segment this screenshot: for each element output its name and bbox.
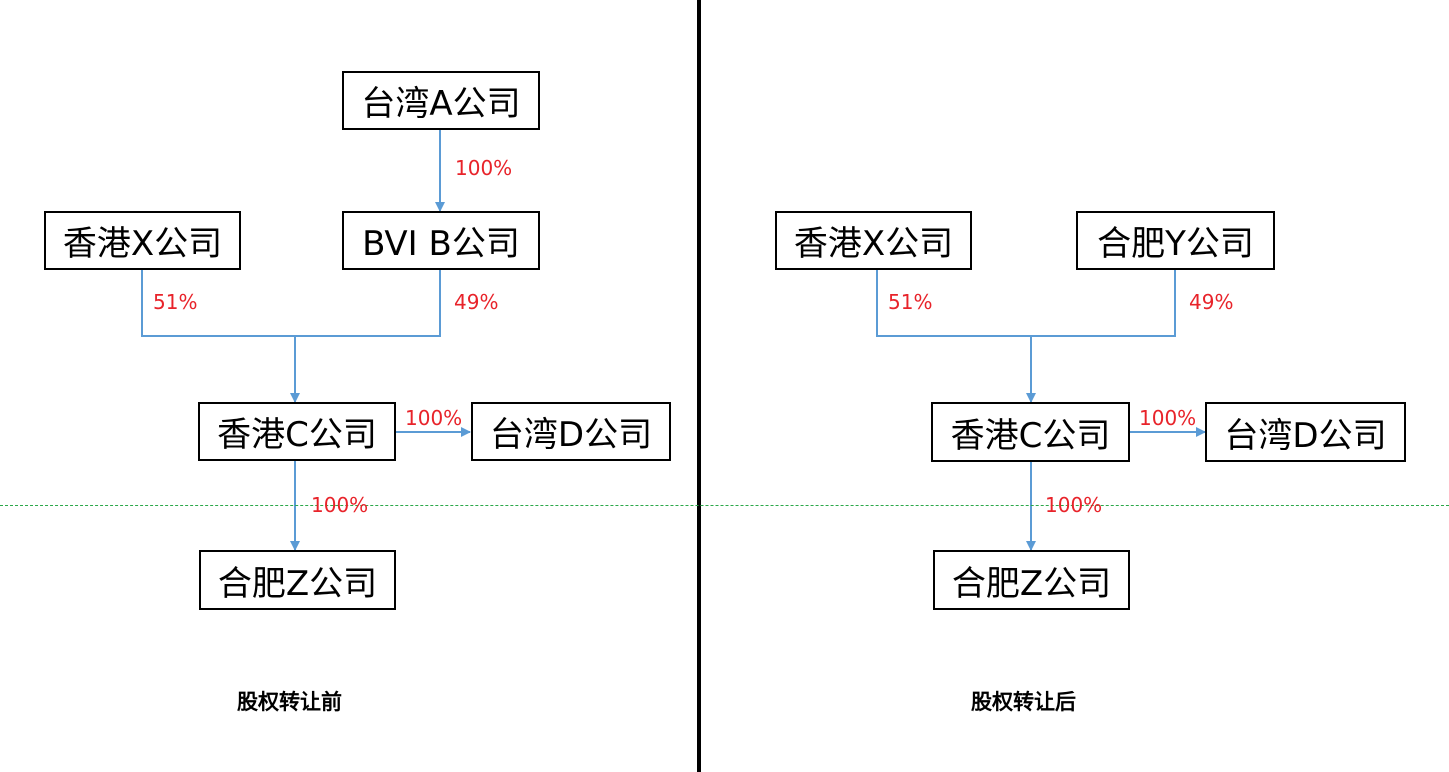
company-box-hk-c: 香港C公司 <box>198 402 396 461</box>
pct-a-to-b: 100% <box>455 156 513 180</box>
company-box-hefei-z-after: 合肥Z公司 <box>933 550 1130 610</box>
edge-x-b-merge <box>141 270 441 337</box>
edge-x-y-merge <box>876 269 1176 337</box>
caption-before: 股权转让前 <box>237 690 342 714</box>
caption-after: 股权转让后 <box>971 690 1076 714</box>
pct-c-to-z-after: 100% <box>1045 493 1103 517</box>
pct-c-to-z: 100% <box>311 493 369 517</box>
pct-x-to-c: 51% <box>153 290 198 314</box>
company-box-taiwan-a: 台湾A公司 <box>342 71 540 130</box>
company-box-hk-c-after: 香港C公司 <box>931 402 1130 462</box>
company-box-hefei-y: 合肥Y公司 <box>1076 211 1275 270</box>
company-box-taiwan-d-after: 台湾D公司 <box>1205 402 1406 462</box>
pct-c-to-d-after: 100% <box>1139 406 1197 430</box>
pct-b-to-c: 49% <box>454 290 499 314</box>
company-box-hefei-z: 合肥Z公司 <box>199 550 396 610</box>
company-box-hk-x-after: 香港X公司 <box>775 211 972 270</box>
pct-c-to-d: 100% <box>405 406 463 430</box>
pct-y-to-c: 49% <box>1189 290 1234 314</box>
dashed-guide-line <box>0 505 1449 506</box>
company-box-hk-x: 香港X公司 <box>44 211 241 270</box>
center-divider <box>697 0 701 772</box>
company-box-bvi-b: BVI B公司 <box>342 211 540 270</box>
company-box-taiwan-d: 台湾D公司 <box>471 402 671 461</box>
pct-x-to-c-after: 51% <box>888 290 933 314</box>
